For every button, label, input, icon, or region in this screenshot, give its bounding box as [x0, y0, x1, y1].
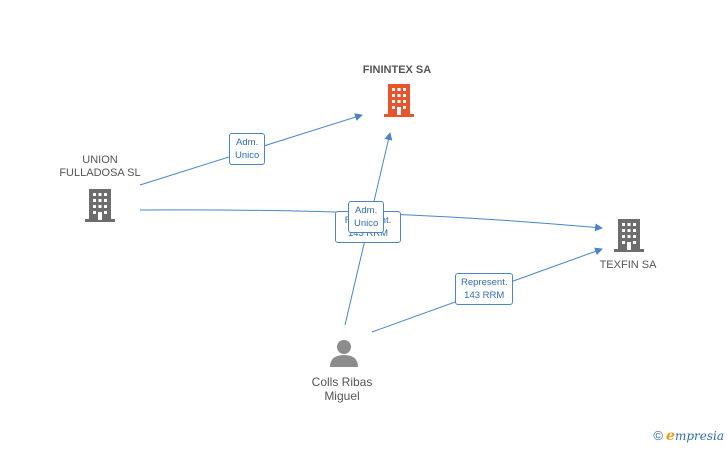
brand-logo[interactable]: ©empresia — [653, 428, 724, 444]
brand-e: e — [666, 428, 675, 444]
node-label-union[interactable]: UNION FULLADOSA SL — [50, 154, 150, 180]
node-label-line: Colls Ribas — [311, 375, 373, 389]
edge-label-line: Adm. — [236, 137, 259, 148]
node-label-texfin[interactable]: TEXFIN SA — [599, 259, 657, 271]
node-label-line: FULLADOSA SL — [59, 167, 141, 179]
edge-label-line: Unico — [354, 218, 379, 229]
copyright-icon: © — [653, 428, 664, 443]
edge-label-union-finintex[interactable]: Adm. Unico — [229, 133, 266, 165]
brand-name: mpresia — [674, 429, 724, 443]
edge-label-line: 143 RRM — [464, 290, 505, 301]
person-icon[interactable] — [330, 340, 358, 367]
edge-label-colls-finintex[interactable]: Adm. Unico — [348, 201, 385, 233]
edge-label-line: Adm. — [355, 205, 378, 216]
node-label-line: Miguel — [324, 389, 360, 403]
edge-label-colls-texfin[interactable]: Represent. 143 RRM — [455, 273, 514, 305]
node-label-colls[interactable]: Colls Ribas Miguel — [294, 375, 390, 403]
node-label-finintex[interactable]: FININTEX SA — [362, 64, 432, 76]
edge-label-line: Represent. — [461, 277, 508, 288]
edge-label-line: Unico — [235, 150, 260, 161]
building-icon[interactable] — [85, 189, 115, 222]
building-icon[interactable] — [384, 84, 414, 117]
building-icon[interactable] — [614, 219, 644, 252]
edge-label-line: 143 RRM — [347, 228, 389, 239]
node-label-line: UNION — [82, 154, 118, 166]
